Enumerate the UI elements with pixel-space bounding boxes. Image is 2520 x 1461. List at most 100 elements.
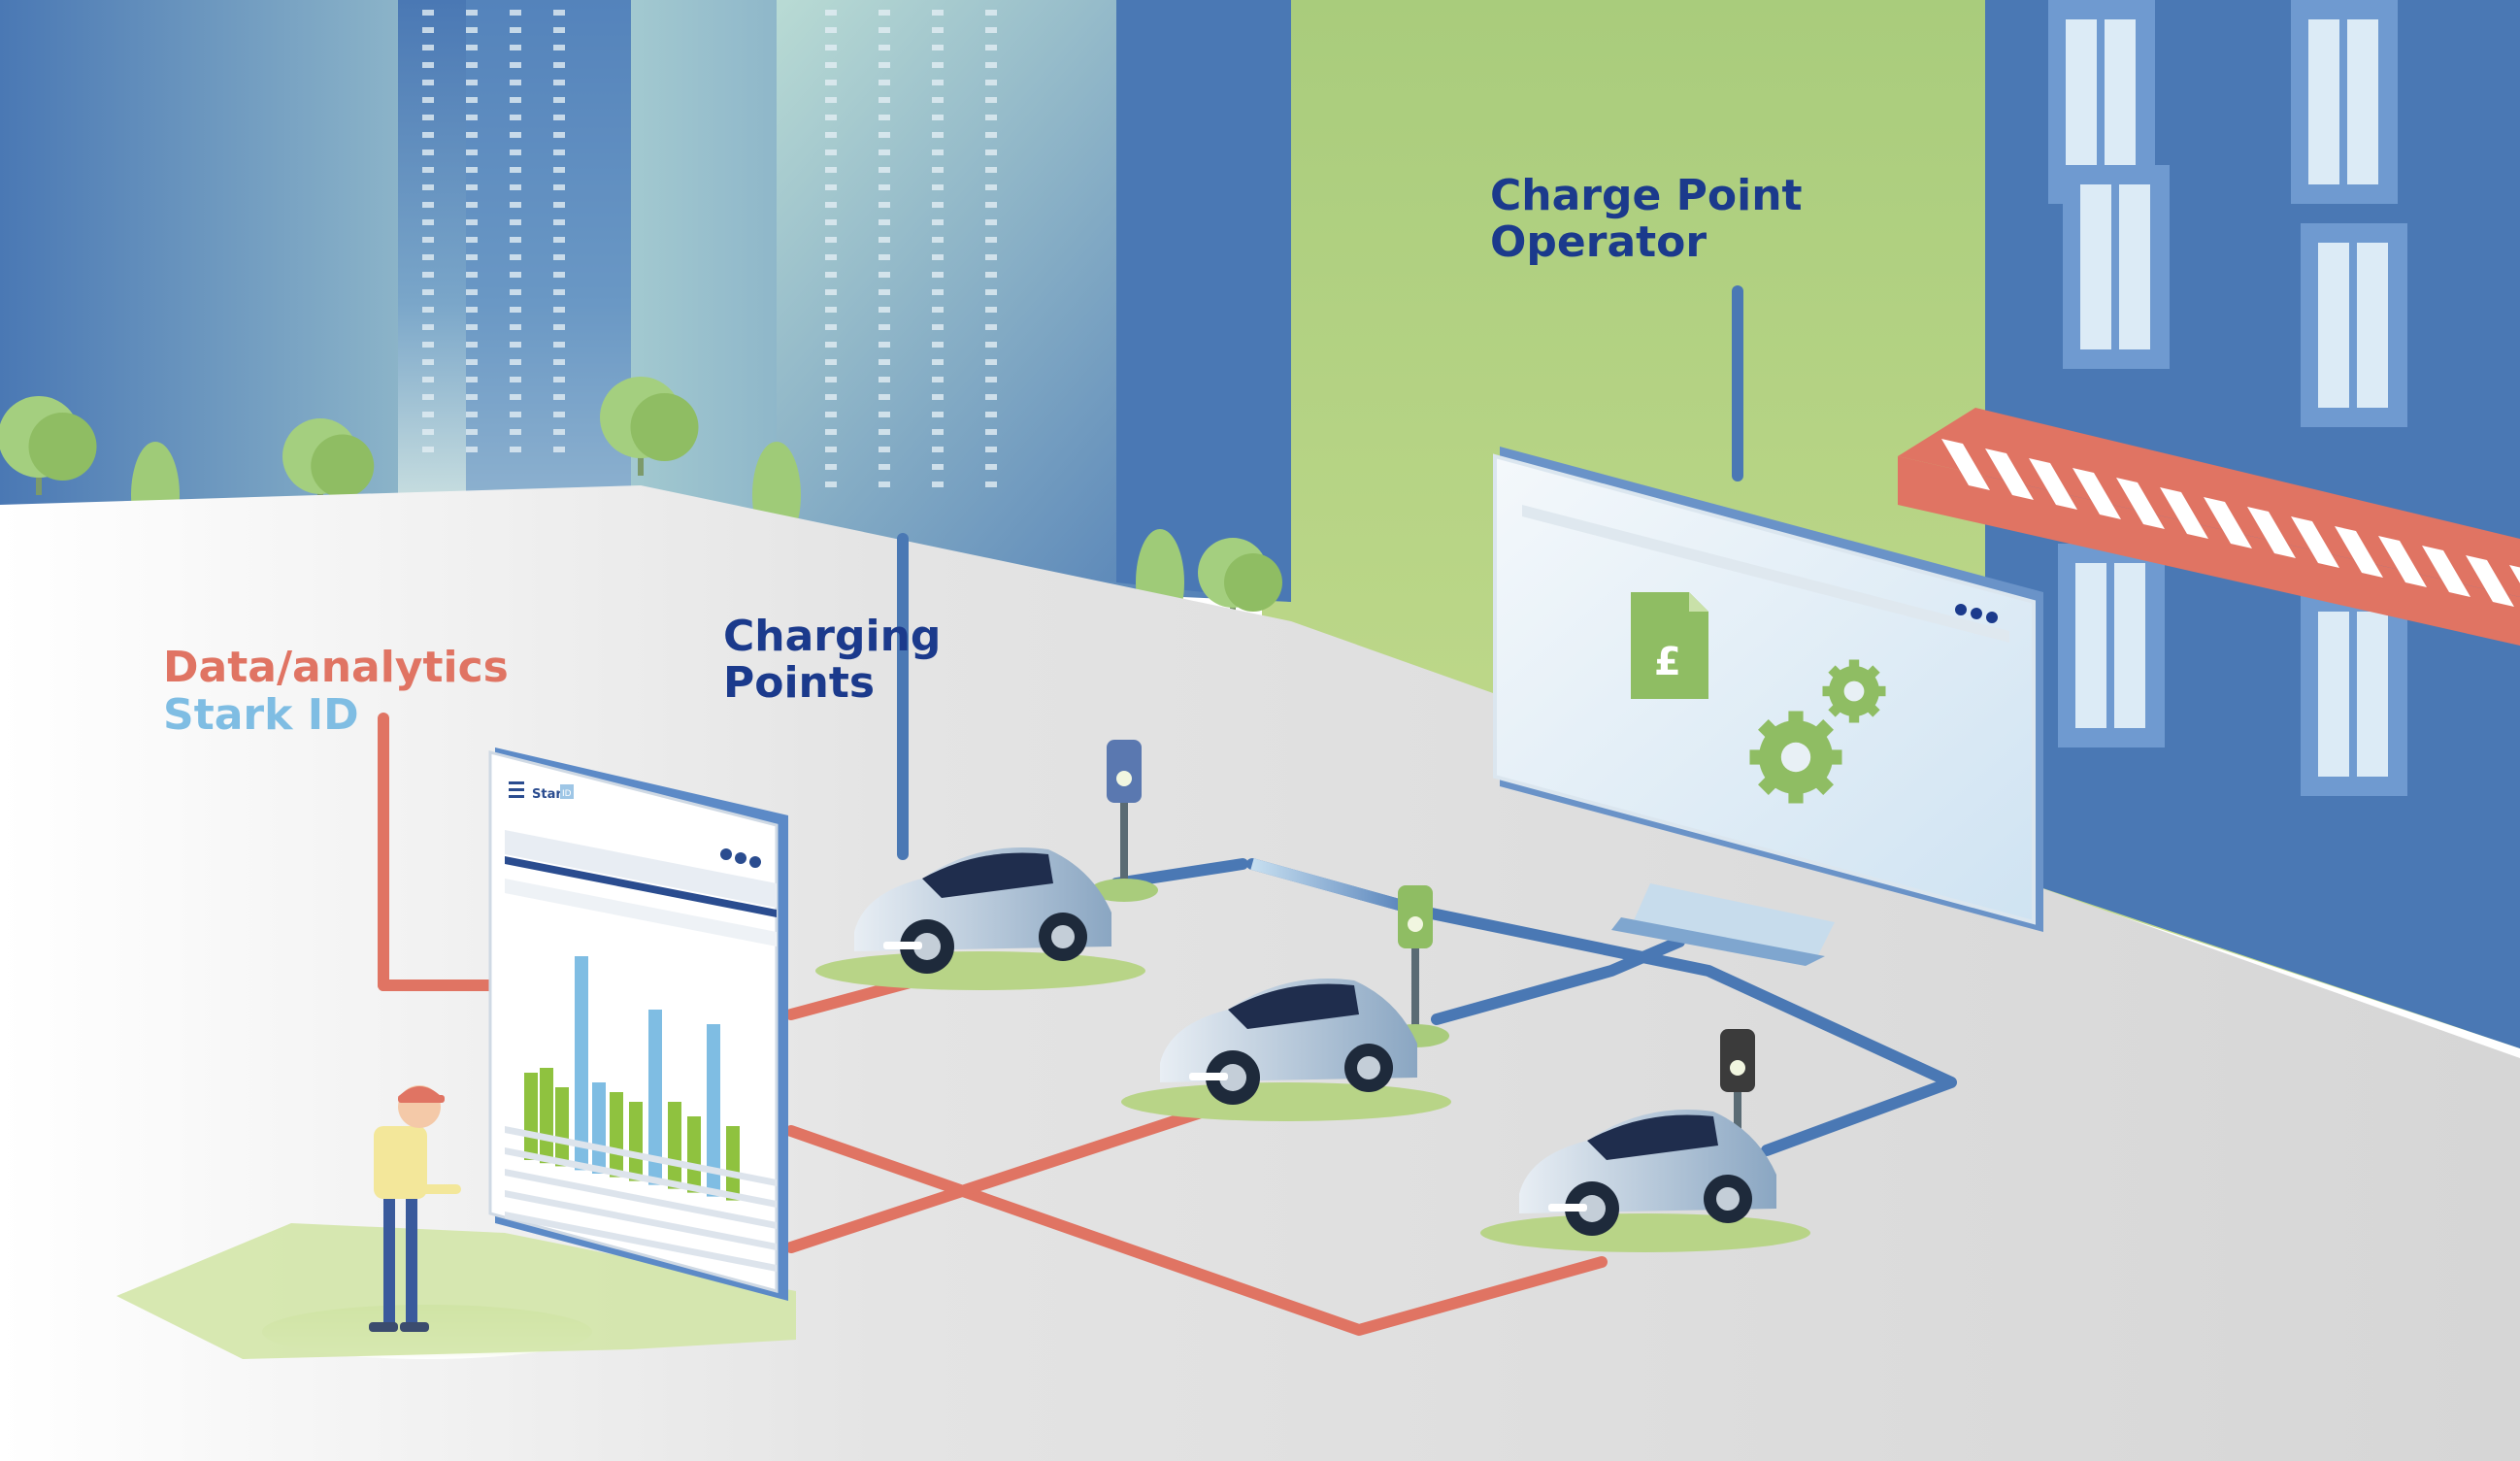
window [825,464,837,470]
window [510,307,521,313]
window [510,115,521,120]
text-line [505,1169,777,1229]
window [553,149,565,155]
window [553,447,565,452]
window [825,342,837,348]
window [825,324,837,330]
window [422,429,434,435]
window [825,254,837,260]
window [825,481,837,487]
window [466,219,478,225]
electric-car-icon [815,847,1145,990]
window [879,447,890,452]
window [985,184,997,190]
awning-stripe [2160,487,2208,539]
window [422,342,434,348]
window [985,27,997,33]
window [879,80,890,85]
gear-hole [1843,681,1865,702]
window [932,45,944,50]
window-pane [2318,612,2349,777]
window [553,377,565,382]
window [879,272,890,278]
window [932,254,944,260]
window [510,149,521,155]
brick-building [1898,0,2520,1048]
charger-socket [1408,916,1423,932]
menu-icon[interactable] [509,781,524,798]
window [553,132,565,138]
window [510,342,521,348]
chart-bar [707,1024,720,1197]
window [985,377,997,382]
window [553,184,565,190]
charger-post [1411,919,1419,1036]
window [422,115,434,120]
window [553,272,565,278]
window [466,307,478,313]
window [879,254,890,260]
text-line [505,1126,777,1186]
window [422,289,434,295]
window [932,80,944,85]
window [825,377,837,382]
window-pane [2119,184,2150,349]
window [466,289,478,295]
window [510,167,521,173]
charger-post [1734,1063,1741,1179]
window [466,97,478,103]
window-pane [2308,19,2339,184]
window-frame [2301,223,2407,427]
window [422,254,434,260]
stark-id-label: Stark ID [163,690,359,740]
window [879,394,890,400]
window [825,412,837,417]
window [932,412,944,417]
electric-car-icon [1480,1110,1810,1252]
window [985,237,997,243]
window [553,412,565,417]
more-dots-icon[interactable] [1955,604,1998,623]
tablet-text-lines [505,1126,777,1272]
trees [0,377,1282,650]
awning-stripe [2335,526,2383,578]
window-frame [2063,165,2170,369]
window [932,359,944,365]
window [510,45,521,50]
tree-crown [28,413,97,481]
window-pane [2347,19,2378,184]
awning-stripe [2247,507,2296,558]
window [879,289,890,295]
window [422,27,434,33]
window [466,202,478,208]
text-line [505,1212,777,1272]
awning-stripe [2466,555,2514,607]
window [879,202,890,208]
window [879,27,890,33]
window [932,184,944,190]
operator-monitor: £ [1493,447,2043,966]
window [553,219,565,225]
window [985,289,997,295]
window-pane [2066,19,2097,184]
car-shadow [1121,1082,1451,1121]
window [466,447,478,452]
analytics-network-lines [378,713,1608,1336]
window [985,149,997,155]
charger-post [1120,774,1128,890]
window-pane [2105,19,2136,184]
window [825,289,837,295]
window [985,10,997,16]
window [932,10,944,16]
window [985,481,997,487]
window [510,289,521,295]
awning-stripes [1941,439,2520,607]
window [466,167,478,173]
pound-document-icon: £ [1631,592,1708,699]
more-dots-icon[interactable] [720,848,761,868]
tree-crown [630,393,699,461]
car-hubcap [1716,1187,1740,1211]
window [879,219,890,225]
window-pane [2318,243,2349,408]
